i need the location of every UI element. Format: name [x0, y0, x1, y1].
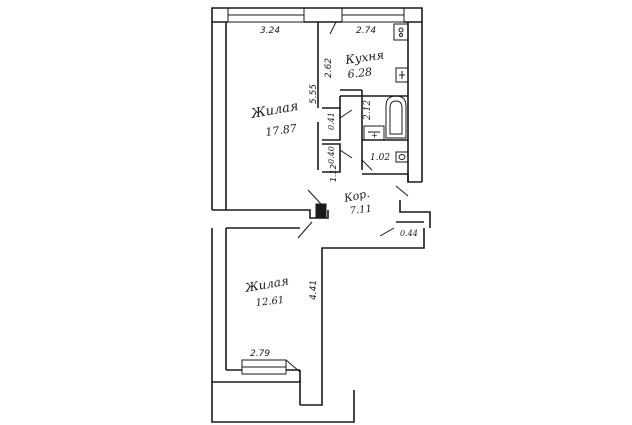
dim-top-room-depth: 5.55 — [309, 84, 319, 104]
dim-bottom-room-width: 2.79 — [250, 349, 270, 359]
room-closet-1: 0.41 — [327, 112, 336, 130]
room-closet-2-area: 0.40 — [327, 146, 336, 164]
room-bathroom: 2.12 — [363, 100, 373, 121]
room-closet-3: 0.44 — [400, 229, 418, 238]
room-closet-3-area: 0.44 — [400, 229, 418, 238]
toilet-icon — [395, 151, 409, 163]
bathtub-icon — [385, 95, 407, 139]
dim-kitchen-width: 2.74 — [356, 26, 376, 36]
room-living-top: Жилая 17.87 — [249, 99, 299, 139]
room-living-top-area: 17.87 — [265, 122, 298, 139]
dim-top-room-width: 3.24 — [260, 26, 280, 36]
room-kitchen-area: 6.28 — [347, 65, 373, 80]
svg-text:+: + — [371, 131, 378, 140]
dim-bottom-room-depth: 4.41 — [309, 280, 319, 300]
room-living-top-name: Жилая — [249, 99, 299, 122]
room-living-bottom-area: 12.61 — [255, 295, 285, 309]
room-kitchen-name: Кухня — [343, 48, 384, 67]
stove-icon — [393, 23, 409, 41]
dim-corridor-width: 1.12 — [329, 164, 338, 182]
room-bathroom-area: 2.12 — [363, 100, 373, 121]
room-corridor: Кор. 7.11 — [342, 187, 373, 217]
room-wc: 1.02 — [370, 153, 390, 163]
dimension-labels: 3.24 2.74 2.62 5.55 1.12 4.41 2.79 — [250, 26, 376, 359]
room-wc-area: 1.02 — [370, 153, 390, 163]
dim-kitchen-depth: 2.62 — [324, 58, 334, 78]
room-living-bottom-name: Жилая — [243, 274, 290, 296]
room-closet-2: 0.40 — [327, 146, 336, 164]
sink-icon — [395, 67, 409, 83]
interior-walls — [212, 21, 431, 373]
room-closet-1-area: 0.41 — [327, 112, 336, 130]
room-living-bottom: Жилая 12.61 — [243, 274, 290, 309]
washbasin-icon: + — [363, 125, 385, 141]
room-corridor-area: 7.11 — [349, 204, 372, 217]
room-kitchen: Кухня 6.28 — [343, 48, 384, 81]
room-corridor-name: Кор. — [342, 187, 371, 205]
